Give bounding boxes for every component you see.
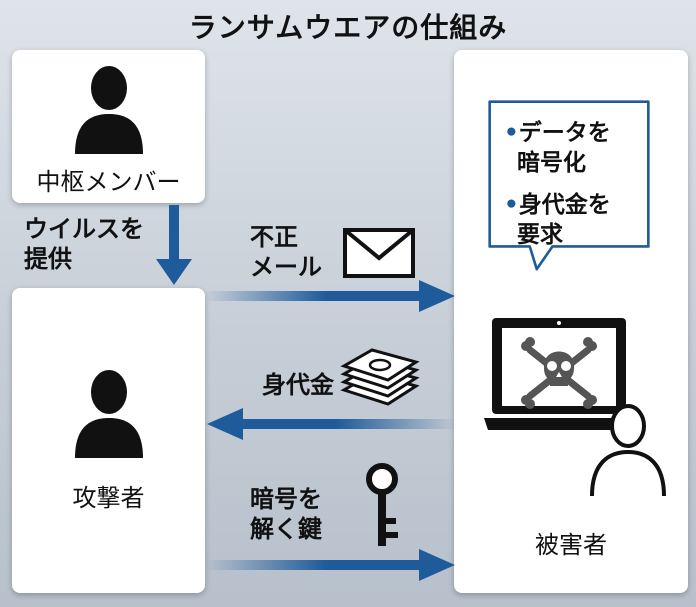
central-member-label: 中枢メンバー <box>36 168 181 196</box>
person-icon <box>75 370 143 458</box>
key-label-line: 解く鍵 <box>250 515 322 543</box>
speech-bubble <box>488 100 650 271</box>
bubble-item-line: 要求 <box>517 222 563 248</box>
ransom-arrow <box>207 408 457 440</box>
attacker-label: 攻撃者 <box>72 484 145 512</box>
mail-label-line: 不正 <box>250 223 298 251</box>
bullet: • <box>504 192 519 218</box>
bullet: • <box>504 120 519 146</box>
central-member-card: 中枢メンバー <box>12 50 205 203</box>
attacker-card: 攻撃者 <box>12 288 205 593</box>
virus-label-line: 提供 <box>24 245 72 273</box>
mail-label: 不正 メール <box>250 222 322 282</box>
down-arrow <box>156 205 192 285</box>
virus-label-line: ウイルスを <box>24 215 144 243</box>
person-icon <box>590 404 666 497</box>
key-arrow <box>205 549 455 581</box>
key-label: 暗号を 解く鍵 <box>250 484 322 544</box>
money-stack-icon <box>340 348 420 406</box>
ransom-label: 身代金 <box>262 371 334 399</box>
diagram-title: ランサムウエアの仕組み <box>188 11 508 44</box>
key-label-line: 暗号を <box>250 485 322 513</box>
bubble-item-line: 暗号化 <box>517 150 586 176</box>
virus-label: ウイルスを 提供 <box>24 214 144 274</box>
bubble-item-ransom: •身代金を 要求 <box>504 190 611 250</box>
mail-label-line: メール <box>250 253 322 281</box>
envelope-icon <box>343 228 415 278</box>
bubble-item-line: 身代金を <box>518 192 611 218</box>
bubble-item-encrypt: •データを 暗号化 <box>504 118 611 178</box>
mail-arrow <box>205 280 455 312</box>
victim-label: 被害者 <box>535 531 607 559</box>
laptop-skull-icon <box>484 318 634 430</box>
person-icon <box>75 66 143 154</box>
bubble-item-line: データを <box>518 120 611 146</box>
key-icon <box>366 463 398 546</box>
